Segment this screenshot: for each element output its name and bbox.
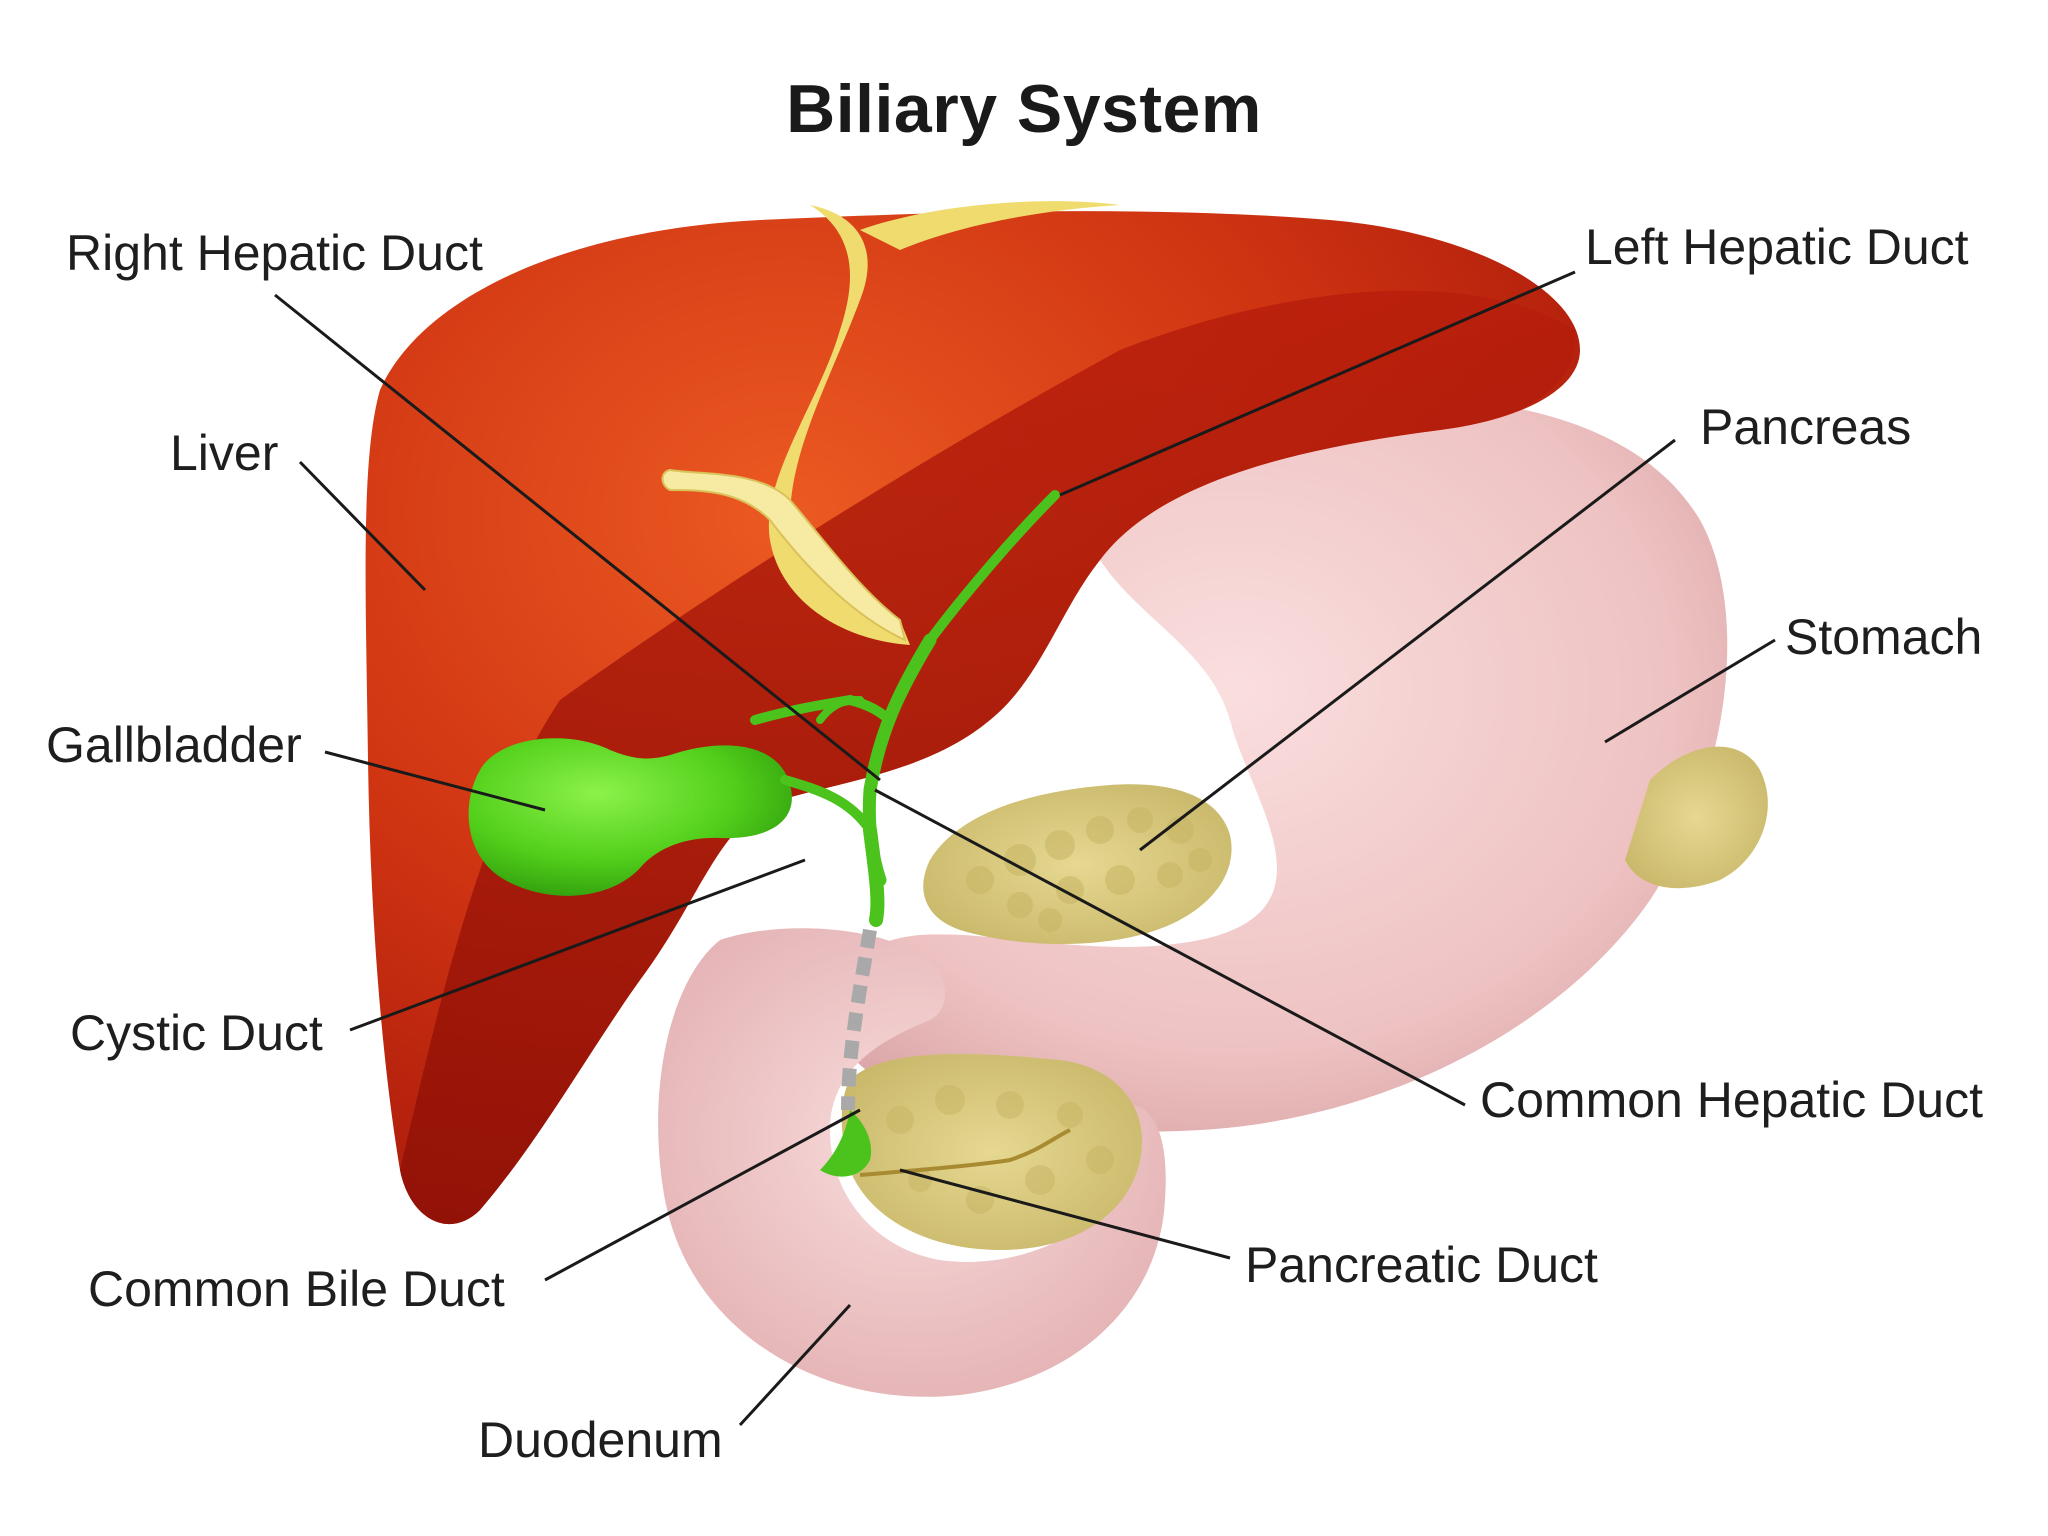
label-duodenum: Duodenum — [478, 1412, 723, 1468]
gallbladder — [468, 738, 792, 896]
label-pancreas: Pancreas — [1700, 399, 1912, 455]
diagram-title: Biliary System — [786, 71, 1262, 147]
stomach — [831, 394, 1728, 1132]
duodenum — [658, 928, 1166, 1397]
label-right-hepatic-duct: Right Hepatic Duct — [66, 225, 483, 281]
label-pancreatic-duct: Pancreatic Duct — [1245, 1237, 1598, 1293]
round-ligament — [661, 468, 907, 642]
bile-ducts — [750, 490, 1060, 927]
label-liver: Liver — [170, 425, 279, 481]
label-common-hepatic-duct: Common Hepatic Duct — [1480, 1072, 1983, 1128]
liver-shadow — [400, 290, 1576, 1225]
label-common-bile-duct: Common Bile Duct — [88, 1261, 505, 1317]
common-bile-duct-hidden — [841, 928, 877, 1111]
pancreas — [923, 784, 1232, 945]
common-bile-duct-end — [820, 1110, 872, 1177]
label-gallbladder: Gallbladder — [46, 717, 302, 773]
label-stomach: Stomach — [1785, 609, 1983, 665]
label-cystic-duct: Cystic Duct — [70, 1005, 323, 1061]
label-left-hepatic-duct: Left Hepatic Duct — [1585, 219, 1969, 275]
pancreas-tail — [1625, 746, 1768, 889]
leader-lines — [274, 270, 1776, 1427]
